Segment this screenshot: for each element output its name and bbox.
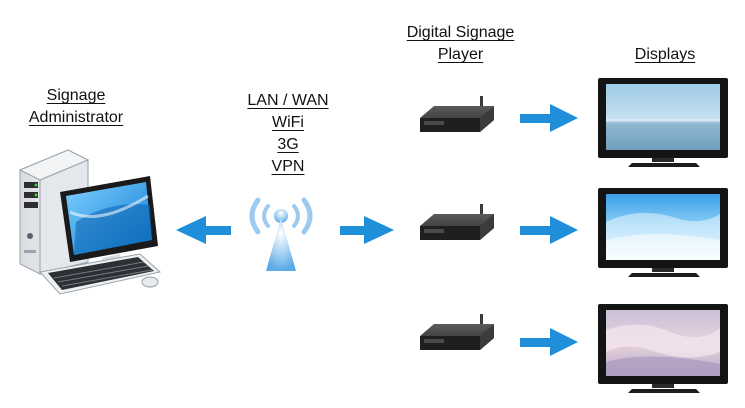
wireless-antenna-icon [249, 197, 313, 271]
admin-label-line-1: Signage [46, 87, 106, 104]
media-player-box-icon [420, 96, 494, 132]
arrow-to-display-3 [520, 328, 578, 356]
player-label-line-1: Digital Signage [406, 24, 515, 41]
network-types-label: LAN / WAN WiFi 3G VPN [223, 90, 353, 178]
admin-label-line-2: Administrator [28, 109, 124, 126]
tv-display-icon [598, 304, 728, 393]
arrow-to-display-2 [520, 216, 578, 244]
desktop-computer-icon [18, 149, 162, 295]
media-player-box-icon [420, 204, 494, 240]
network-type-3g: 3G [277, 136, 299, 153]
network-type-lan-wan: LAN / WAN [247, 92, 329, 109]
tv-display-icon [598, 188, 728, 277]
player-label-line-2: Player [437, 46, 484, 63]
tv-display-icon [598, 78, 728, 167]
displays-label: Displays [610, 44, 720, 66]
network-type-wifi: WiFi [272, 114, 304, 131]
arrow-to-display-1 [520, 104, 578, 132]
network-type-vpn: VPN [271, 158, 305, 175]
displays-label-text: Displays [634, 46, 696, 63]
signage-administrator-label: Signage Administrator [16, 85, 136, 129]
digital-signage-player-label: Digital Signage Player [388, 22, 533, 66]
arrow-to-players [340, 216, 394, 244]
arrow-to-administrator [176, 216, 231, 244]
media-player-box-icon [420, 314, 494, 350]
